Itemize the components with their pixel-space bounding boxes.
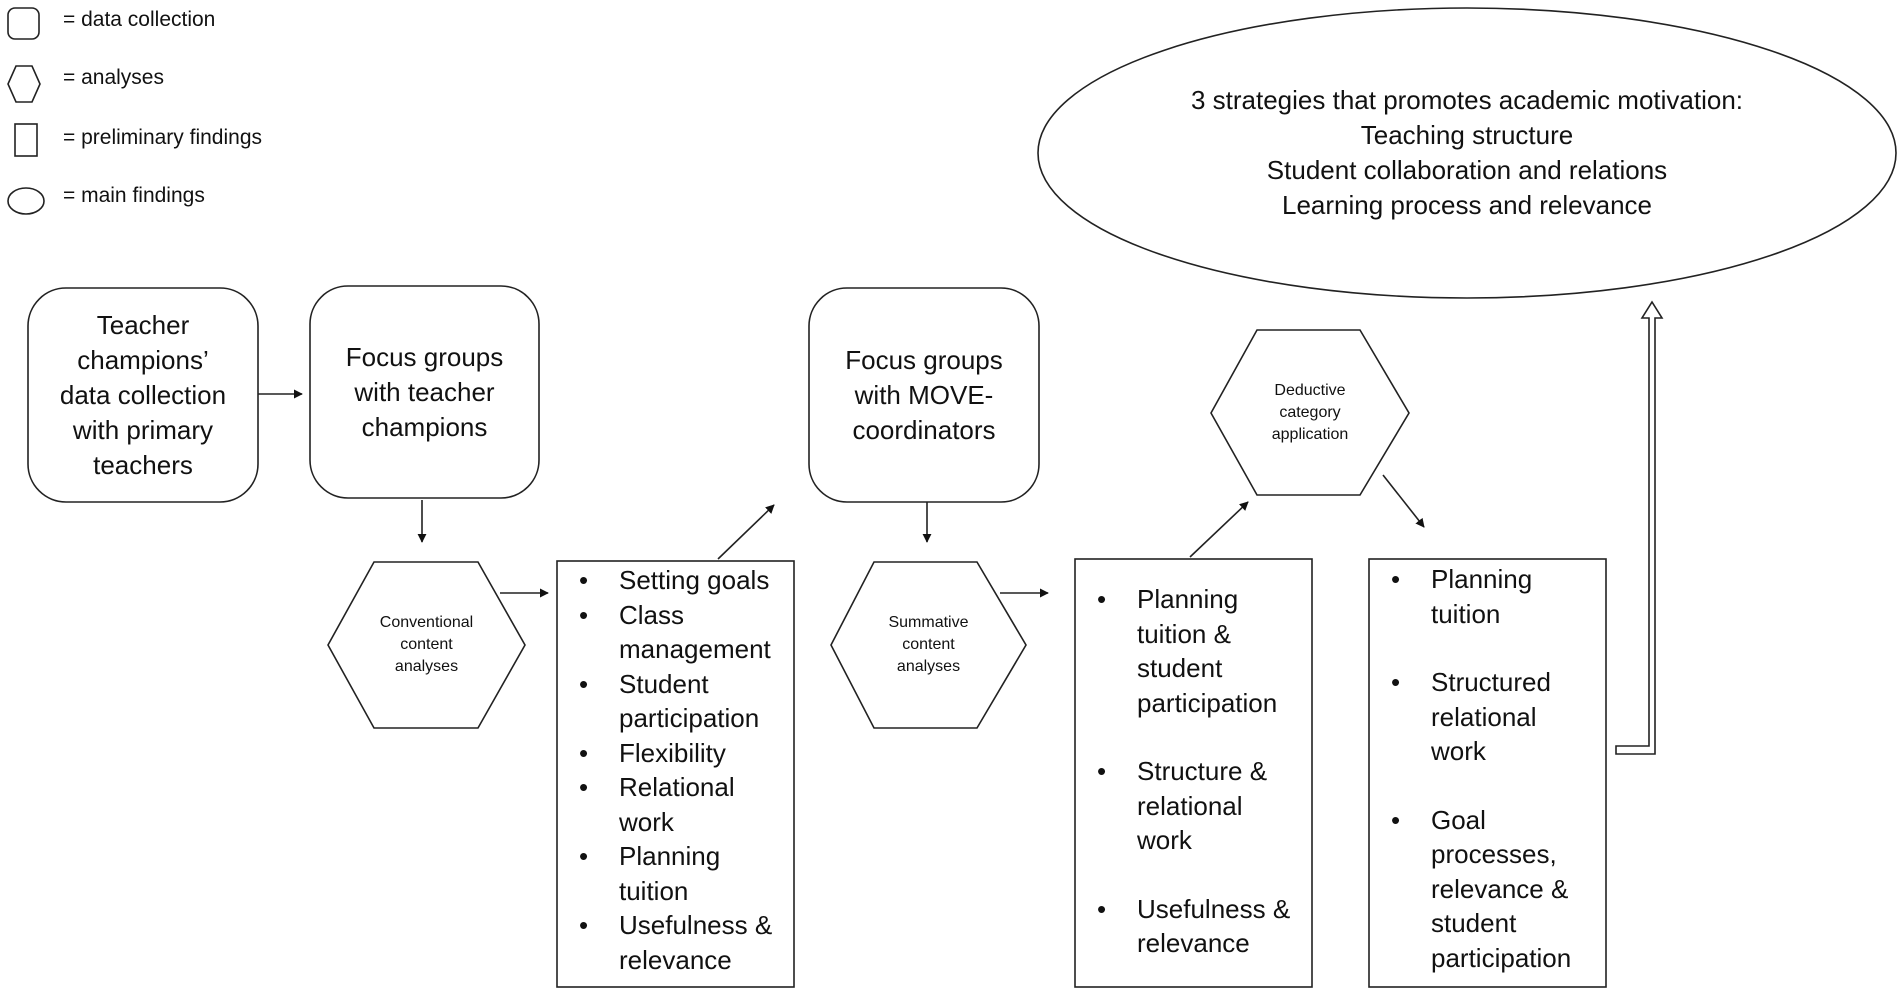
text-line: Student — [619, 668, 709, 699]
text-line: teachers — [93, 449, 193, 480]
text-line: relational — [1431, 701, 1537, 732]
text-line: Relational — [619, 772, 735, 802]
legend-ellipse-shape — [7, 187, 45, 215]
text-line: Setting goals — [619, 565, 770, 595]
legend-label-data-collection: = data collection — [63, 8, 216, 31]
text-line: Deductive — [1274, 381, 1346, 399]
text-line: Usefulness & — [1137, 893, 1291, 924]
text-line: category — [1279, 403, 1341, 421]
list-item: Usefulness & relevance — [1075, 892, 1312, 961]
text-line: Focus groups — [345, 341, 504, 372]
legend-rectangle-shape — [14, 123, 38, 157]
text-line: application — [1271, 425, 1349, 443]
list-item: Structure & relational work — [1075, 754, 1312, 858]
preliminary-findings-list-2: Planning tuition & student participation St… — [1075, 582, 1312, 961]
text-line: with MOVE- — [854, 379, 994, 410]
text-line: Conventional — [379, 614, 474, 631]
hollow-arrow-to-main-findings — [1615, 300, 1664, 755]
data-collection-text-3: Focus groups with MOVE- coordinators — [809, 288, 1039, 502]
list-item: Setting goals — [557, 563, 794, 598]
preliminary-findings-list-3: Planning tuition Structured relational work… — [1369, 562, 1606, 975]
list-item: Planning tuition & student participation — [1075, 582, 1312, 720]
preliminary-findings-box-3 — [1368, 558, 1607, 988]
legend-label-preliminary-findings: = preliminary findings — [63, 126, 263, 149]
text-line: Structure & — [1137, 756, 1268, 786]
text-line: participation — [619, 703, 760, 733]
text-line: Planning — [1137, 584, 1239, 614]
list-item: Planning tuition — [557, 839, 794, 908]
text-line: relevance — [1137, 928, 1250, 958]
text-line: student — [1431, 908, 1517, 938]
analyses-text-2: Summative content analyses — [831, 562, 1026, 728]
analyses-text-3: Deductive category application — [1211, 330, 1409, 495]
text-line: student — [1137, 653, 1223, 683]
arrow-box2-to-hex3 — [1189, 501, 1249, 558]
legend-hexagon-shape — [7, 65, 41, 103]
text-line: Teacher — [96, 309, 190, 340]
text-line: with primary — [72, 414, 214, 445]
text-line: tuition & — [1137, 618, 1231, 649]
main-findings-line: Learning process and relevance — [1281, 190, 1653, 220]
text-line: work — [619, 806, 674, 837]
text-line: work — [1137, 825, 1192, 855]
text-line: Structured — [1431, 667, 1551, 697]
text-line: with teacher — [354, 376, 495, 407]
text-line: content — [400, 636, 453, 653]
text-line: Planning — [1431, 564, 1533, 594]
list-item: Class management — [557, 598, 794, 667]
text-line: Usefulness & — [619, 910, 773, 940]
main-findings-text: 3 strategies that promotes academic moti… — [1070, 83, 1864, 223]
text-line: participation — [1137, 687, 1278, 718]
text-line: analyses — [394, 658, 459, 675]
text-line: work — [1431, 736, 1486, 766]
main-findings-line: Teaching structure — [1360, 120, 1574, 150]
main-findings-line: Student collaboration and relations — [1266, 155, 1668, 185]
text-line: processes, — [1431, 839, 1557, 869]
text-line: analyses — [896, 658, 961, 675]
text-line: Flexibility — [619, 737, 726, 768]
list-item: Usefulness & relevance — [557, 908, 794, 977]
preliminary-findings-list-1: Setting goals Class management Student par… — [557, 563, 794, 977]
data-collection-shape-2 — [309, 285, 540, 499]
data-collection-shape-3 — [808, 287, 1040, 503]
text-line: content — [902, 636, 955, 653]
text-line: relational — [1137, 790, 1243, 821]
text-line: champions — [361, 411, 488, 442]
text-line: tuition — [1431, 598, 1501, 629]
text-line: coordinators — [852, 414, 996, 445]
data-collection-shape-1 — [27, 287, 259, 503]
list-item: Relational work — [557, 770, 794, 839]
text-line: relevance — [619, 944, 732, 975]
list-item: Structured relational work — [1369, 665, 1606, 769]
text-line: Summative — [888, 614, 969, 631]
text-line: relevance & — [1431, 873, 1569, 904]
list-item: Student participation — [557, 667, 794, 736]
text-line: Focus groups — [845, 344, 1003, 375]
text-line: Goal — [1431, 804, 1486, 835]
text-line: data collection — [59, 379, 227, 410]
list-item: Planning tuition — [1369, 562, 1606, 631]
legend-label-analyses: = analyses — [63, 66, 164, 89]
legend-label-main-findings: = main findings — [63, 184, 205, 207]
list-item: Flexibility — [557, 736, 794, 771]
legend-rounded-rect-shape — [7, 7, 40, 40]
analyses-hexagon-2 — [830, 561, 1027, 729]
text-line: participation — [1431, 942, 1572, 973]
arrow-hex3-to-box3 — [1382, 474, 1425, 528]
analyses-text-1: Conventional content analyses — [328, 562, 525, 728]
data-collection-text-2: Focus groups with teacher champions — [310, 286, 539, 498]
text-line: champions’ — [77, 344, 209, 375]
main-findings-ellipse — [1037, 7, 1897, 299]
data-collection-text-1: Teacher champions’ data collection with … — [28, 288, 258, 502]
list-item: Goal processes, relevance & student particip… — [1369, 803, 1606, 976]
text-line: Class — [619, 599, 685, 630]
analyses-hexagon-3 — [1210, 329, 1410, 496]
analyses-hexagon-1 — [327, 561, 526, 729]
text-line: Planning — [619, 841, 721, 871]
text-line: tuition — [619, 875, 689, 906]
text-line: management — [619, 634, 771, 664]
main-findings-title: 3 strategies that promotes academic moti… — [1190, 85, 1744, 115]
arrow-box1-up — [717, 504, 775, 560]
